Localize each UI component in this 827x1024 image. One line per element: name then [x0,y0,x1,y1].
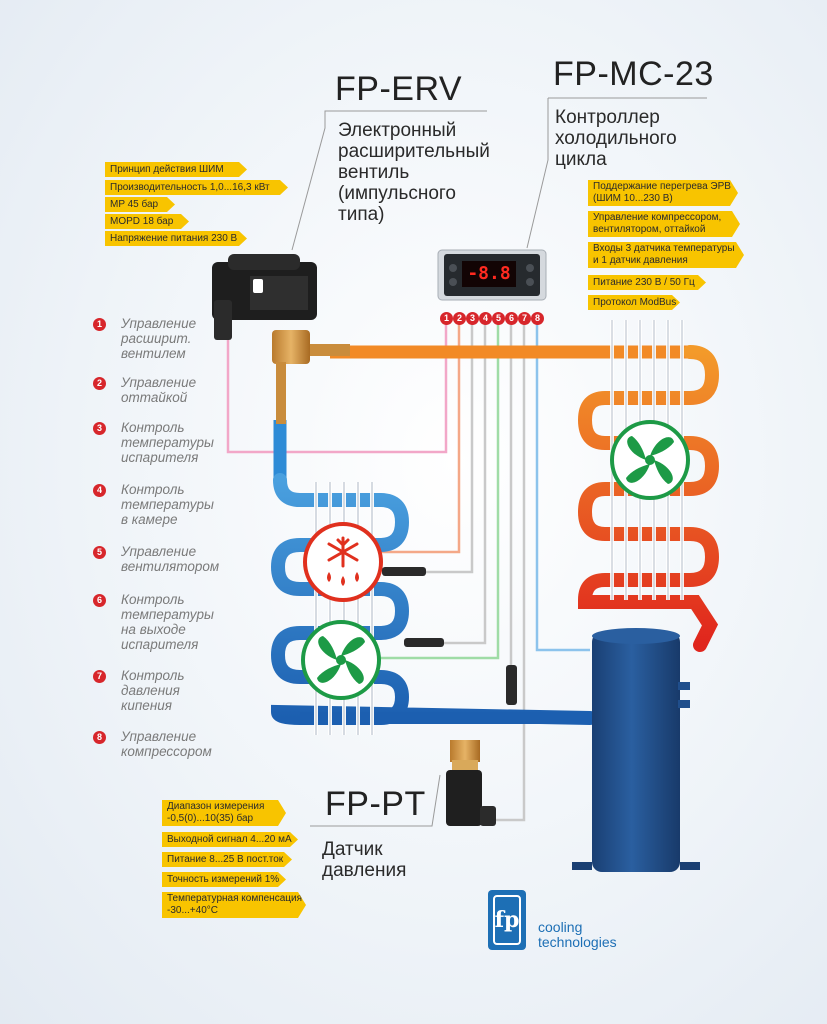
sensor-title: FP-PT [325,785,426,823]
logo-mark-text: fp [494,907,520,933]
legend-text: Контроль температуры на выходе испарител… [121,592,214,652]
spec-tag: Принцип действия ШИМ [105,162,247,177]
terminal-badge: 5 [492,312,505,325]
spec-tag: Протокол ModBus [588,295,680,310]
wire-2 [380,318,461,554]
spec-tag: Выходной сигнал 4...20 мА [162,832,298,847]
terminal-badge: 7 [518,312,531,325]
legend-number: 3 [93,422,106,435]
legend-text: Контроль температуры в камере [121,482,214,527]
controller-subtitle: Контроллер холодильного цикла [555,107,677,170]
legend-text: Управление оттайкой [121,375,197,405]
spec-tag: Точность измерений 1% [162,872,286,887]
legend-number: 5 [93,546,106,559]
legend-text: Контроль температуры испарителя [121,420,214,465]
erv-title: FP-ERV [335,70,463,108]
legend-text: Контроль давления кипения [121,668,185,713]
compressor [572,628,700,872]
fan-icon [301,620,381,700]
wire-8 [535,318,590,652]
logo-mark [488,890,526,950]
wire-3 [425,318,474,574]
terminal-badge: 6 [505,312,518,325]
temperature-probes [382,567,517,705]
expansion-valve [212,254,350,424]
spec-tag: Температурная компенсация -30...+40°C [162,892,306,918]
spec-tag: Производительность 1,0...16,3 кВт [105,180,288,195]
logo-text: cooling technologies [538,919,617,950]
legend-text: Управление компрессором [121,729,212,759]
wire-5 [380,318,500,660]
spec-tag: Поддержание перегрева ЭРВ (ШИМ 10...230 … [588,180,738,206]
fan-icon [610,420,690,500]
legend-number: 7 [93,670,106,683]
spec-tag: MOPD 18 бар [105,214,189,229]
terminal-badge: 3 [466,312,479,325]
evaporator-coil [270,473,597,725]
spec-tag: Напряжение питания 230 В [105,231,247,246]
legend-text: Управление вентилятором [121,544,220,574]
terminal-badge: 1 [440,312,453,325]
condenser-coil [577,345,720,652]
spec-tag: Питание 8...25 В пост.ток [162,852,292,867]
wire-1 [226,318,448,454]
spec-tag: Диапазон измерения -0,5(0)...10(35) бар [162,800,286,826]
controller-device [437,249,547,301]
control-wires [226,318,590,822]
legend-number: 2 [93,377,106,390]
wire-4 [440,318,487,645]
spec-tag: MP 45 бар [105,197,175,212]
terminal-badge: 8 [531,312,544,325]
wire-7 [490,318,526,822]
spec-tag: Управление компрессором, вентилятором, о… [588,211,740,237]
snowflake-icon [303,522,383,602]
spec-tag: Питание 230 В / 50 Гц [588,275,706,290]
erv-subtitle: Электронный расширительный вентиль (импу… [338,120,490,225]
legend-text: Управление расширит. вентилем [121,316,197,361]
legend-number: 8 [93,731,106,744]
controller-display: -8.8 [467,263,511,284]
spec-tag: Входы 3 датчика температуры и 1 датчик д… [588,242,744,268]
pressure-sensor [446,740,496,826]
sensor-subtitle: Датчик давления [322,839,407,881]
terminal-badge: 4 [479,312,492,325]
terminal-badge: 2 [453,312,466,325]
legend-number: 4 [93,484,106,497]
leader-lines [291,97,707,827]
controller-title: FP-MC-23 [553,55,714,93]
legend-number: 6 [93,594,106,607]
legend-number: 1 [93,318,106,331]
